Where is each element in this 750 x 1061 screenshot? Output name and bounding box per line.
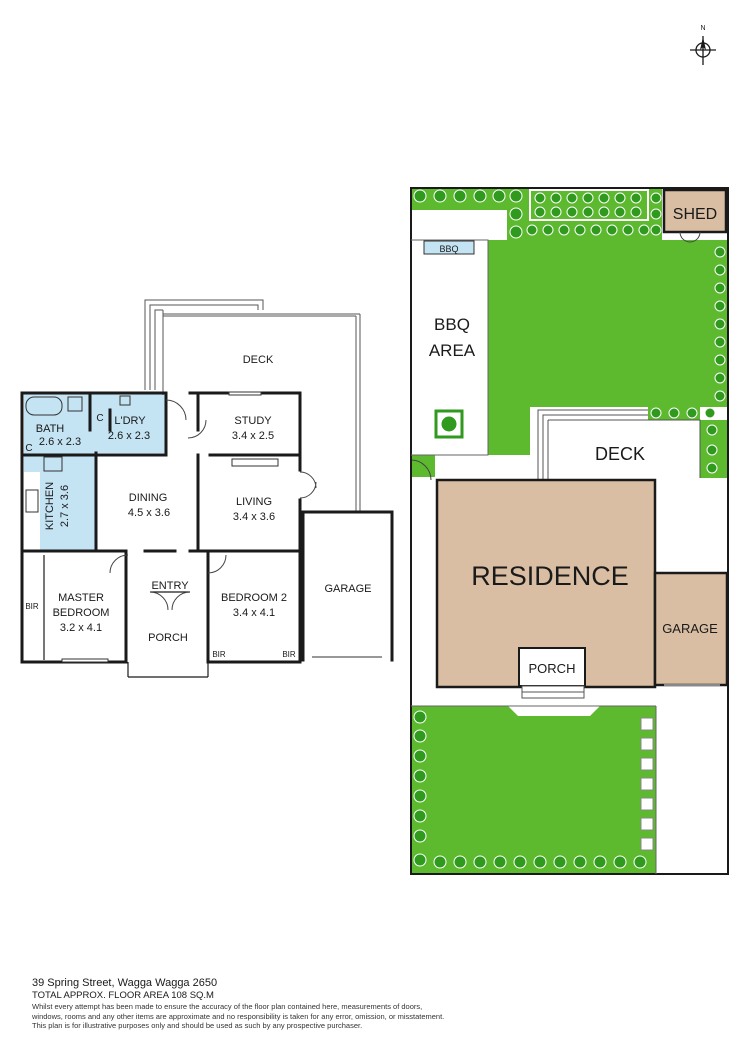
bbq-unit — [423, 240, 475, 255]
garage-label: GARAGE — [324, 583, 371, 595]
compass-north-icon: N — [690, 25, 716, 65]
shed-building — [662, 188, 728, 234]
site-porch-label: PORCH — [529, 661, 576, 676]
bedroom2-label: BEDROOM 2 — [221, 592, 287, 604]
site-garage-building — [653, 571, 729, 687]
master-label-2: BEDROOM — [53, 607, 110, 619]
lawn-areas — [411, 188, 728, 873]
residence-label: RESIDENCE — [471, 561, 629, 591]
living-label: LIVING — [236, 496, 272, 508]
disclaimer-line-1: Whilst every attempt has been made to en… — [32, 1002, 423, 1011]
shed-label: SHED — [673, 206, 717, 223]
bath-dims: 2.6 x 2.3 — [39, 436, 81, 448]
disclaimer-line-3: This plan is for illustrative purposes o… — [32, 1021, 363, 1030]
site-deck-label: DECK — [595, 444, 645, 464]
cupboard-label-1: C — [96, 413, 103, 424]
kitchen-dims: 2.7 x 3.6 — [59, 485, 71, 527]
fireplace-icon — [231, 458, 279, 467]
floor-plan: DECK STUDY 3.4 x 2.5 BATH 2.6 x 2.3 L'DR… — [20, 299, 394, 678]
footer: 39 Spring Street, Wagga Wagga 2650 TOTAL… — [32, 977, 732, 1031]
floor-walls — [20, 391, 394, 664]
kitchen-fill — [24, 453, 96, 551]
cupboard-label-2: C — [25, 443, 32, 454]
master-label-1: MASTER — [58, 592, 104, 604]
dining-label: DINING — [129, 492, 168, 504]
stepping-stones — [640, 717, 654, 851]
compass-north-label: N — [700, 25, 705, 32]
bir-label-bedroom2-a: BIR — [212, 650, 226, 659]
porch-building — [518, 647, 586, 687]
bathtub-icon — [25, 396, 63, 416]
cooktop-icon — [43, 456, 63, 472]
laundry-dims: 2.6 x 2.3 — [108, 430, 150, 442]
site-deck-outline — [537, 409, 701, 480]
door-swings — [109, 399, 317, 611]
floor-and-site-plan: N — [20, 25, 729, 875]
kitchen-sink-icon — [25, 489, 39, 513]
living-dims: 3.4 x 3.6 — [233, 511, 275, 523]
bir-label-master: BIR — [25, 602, 39, 611]
bbq-label: BBQ — [439, 244, 458, 254]
deck-label: DECK — [243, 354, 274, 366]
bedroom2-dims: 3.4 x 4.1 — [233, 607, 275, 619]
sink-icon — [119, 395, 131, 406]
site-boundary — [410, 187, 729, 875]
disclaimer-line-2: windows, rooms and any other items are a… — [32, 1011, 445, 1021]
entry-label: ENTRY — [151, 580, 189, 592]
site-plan: SHED BBQ BBQ AREA DECK RESIDENCE PORCH G… — [410, 187, 729, 875]
bir-label-bedroom2-b: BIR — [282, 650, 296, 659]
kitchen-label: KITCHEN — [44, 482, 56, 530]
site-garage-label: GARAGE — [662, 621, 718, 636]
master-dims: 3.2 x 4.1 — [60, 622, 102, 634]
deck-outline — [144, 299, 361, 512]
planter-box — [434, 409, 464, 439]
bath-label: BATH — [36, 423, 65, 435]
trees — [413, 189, 726, 869]
wet-area-fill — [24, 393, 166, 453]
dining-dims: 4.5 x 3.6 — [128, 507, 170, 519]
porch-label: PORCH — [148, 632, 188, 644]
bbq-area-label-1: BBQ — [434, 315, 470, 334]
toilet-icon — [67, 396, 83, 412]
study-dims: 3.4 x 2.5 — [232, 430, 274, 442]
study-label: STUDY — [234, 415, 272, 427]
laundry-label: L'DRY — [114, 415, 146, 427]
bbq-area-label-2: AREA — [429, 341, 476, 360]
address: 39 Spring Street, Wagga Wagga 2650 — [32, 977, 218, 989]
floor-area: TOTAL APPROX. FLOOR AREA 108 SQ.M — [32, 990, 214, 1001]
